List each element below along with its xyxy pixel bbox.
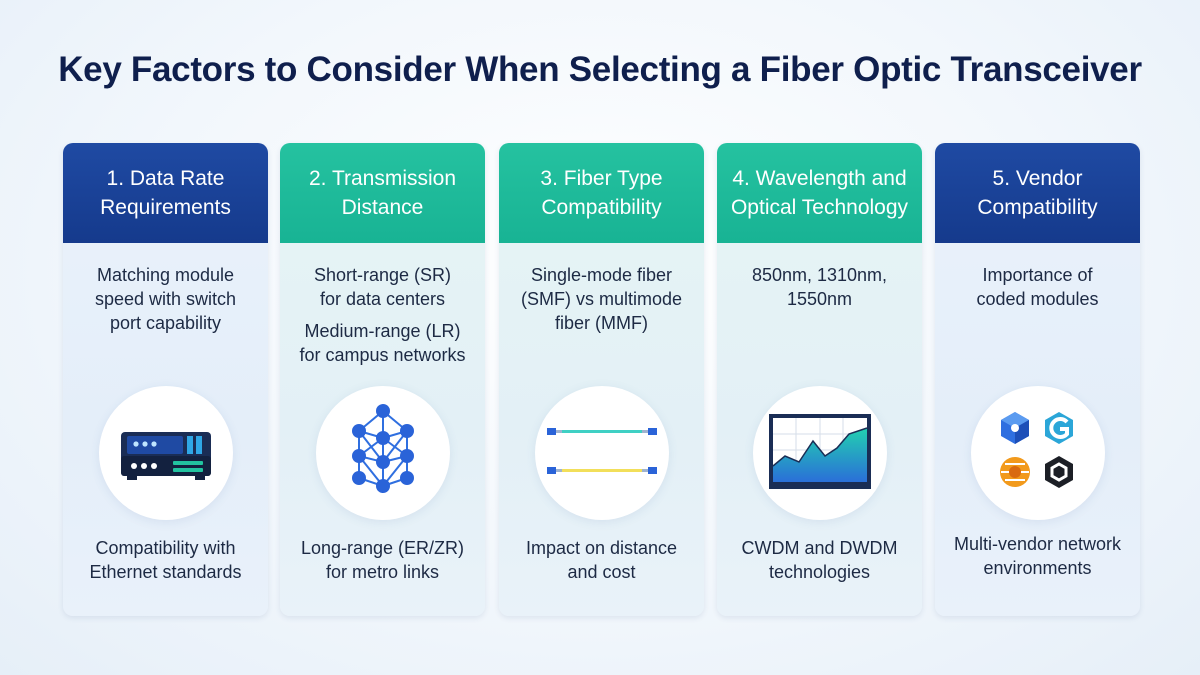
factor-cards: 1. Data Rate Requirements Matching modul… xyxy=(63,143,1140,616)
card-heading-text: 5. Vendor Compatibility xyxy=(977,167,1098,219)
card-heading: 5. Vendor Compatibility xyxy=(935,143,1140,243)
card-heading-text: 1. Data Rate Requirements xyxy=(100,167,231,219)
card-footer: Long-range (ER/ZR) for metro links xyxy=(300,538,465,582)
card-wavelength: 4. Wavelength and Optical Technology 850… xyxy=(717,143,922,616)
card-data-rate: 1. Data Rate Requirements Matching modul… xyxy=(63,143,268,616)
card-footer: Multi-vendor network environments xyxy=(953,534,1122,578)
network-switch-icon xyxy=(99,386,233,520)
card-heading-text: 4. Wavelength and Optical Technology xyxy=(730,167,909,219)
card-heading: 1. Data Rate Requirements xyxy=(63,143,268,243)
card-description: Short-range (SR) for data centers xyxy=(313,265,452,309)
card-heading-text: 3. Fiber Type Compatibility xyxy=(540,167,663,219)
card-heading: 3. Fiber Type Compatibility xyxy=(499,143,704,243)
vendor-logos-icon xyxy=(971,386,1105,520)
card-description: 850nm, 1310nm, 1550nm xyxy=(751,265,888,309)
card-description-secondary: Medium-range (LR) for campus networks xyxy=(299,321,466,365)
card-heading: 4. Wavelength and Optical Technology xyxy=(717,143,922,243)
fiber-cable-icon xyxy=(535,386,669,520)
card-footer: Impact on distance and cost xyxy=(525,538,678,582)
page-title: Key Factors to Consider When Selecting a… xyxy=(58,50,1142,89)
card-description: Matching module speed with switch port c… xyxy=(94,265,237,333)
card-heading: 2. Transmission Distance xyxy=(280,143,485,243)
spectrum-chart-icon xyxy=(753,386,887,520)
card-vendor-compatibility: 5. Vendor Compatibility Importance of co… xyxy=(935,143,1140,616)
card-description: Single-mode fiber (SMF) vs multimode fib… xyxy=(520,265,682,333)
card-footer: Compatibility with Ethernet standards xyxy=(89,538,242,582)
card-description: Importance of coded modules xyxy=(976,265,1099,309)
card-footer: CWDM and DWDM technologies xyxy=(741,538,898,582)
card-fiber-type: 3. Fiber Type Compatibility Single-mode … xyxy=(499,143,704,616)
card-transmission-distance: 2. Transmission Distance Short-range (SR… xyxy=(280,143,485,616)
network-graph-icon xyxy=(316,386,450,520)
card-heading-text: 2. Transmission Distance xyxy=(308,167,457,219)
